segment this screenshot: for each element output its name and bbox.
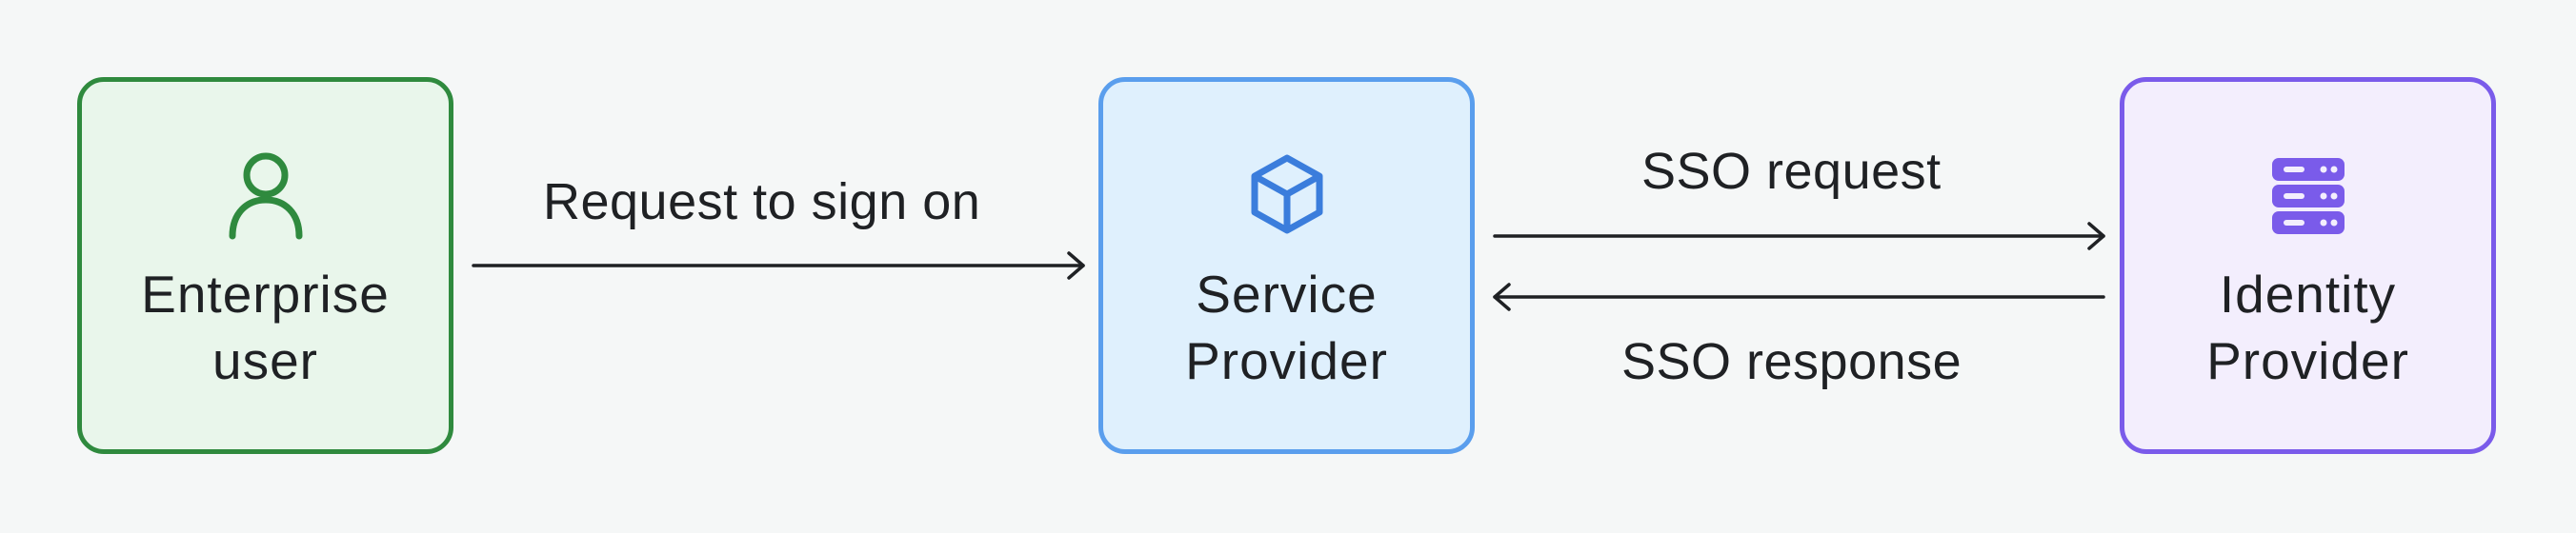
server-icon xyxy=(2261,147,2356,242)
enterprise-user-label-line2: user xyxy=(212,331,318,390)
service-provider-label: Service Provider xyxy=(1103,261,1470,394)
enterprise-user-node: Enterprise user xyxy=(77,77,453,454)
sso-request-label: SSO request xyxy=(1641,143,1942,200)
identity-provider-node: Identity Provider xyxy=(2120,77,2496,454)
service-provider-label-line2: Provider xyxy=(1185,331,1388,390)
user-icon xyxy=(218,147,313,242)
enterprise-user-label: Enterprise user xyxy=(82,261,449,394)
identity-provider-label-line1: Identity xyxy=(2219,265,2397,324)
request-sign-on-label: Request to sign on xyxy=(543,173,981,230)
sso-response-label: SSO response xyxy=(1621,333,1962,390)
arrow-sso-request xyxy=(1493,222,2105,250)
service-provider-node: Service Provider xyxy=(1098,77,1475,454)
enterprise-user-label-line1: Enterprise xyxy=(141,265,390,324)
arrow-sso-response xyxy=(1493,283,2105,311)
cube-icon xyxy=(1239,147,1335,242)
identity-provider-label: Identity Provider xyxy=(2124,261,2491,394)
arrow-request-sign-on xyxy=(472,251,1085,280)
service-provider-label-line1: Service xyxy=(1196,265,1378,324)
identity-provider-label-line2: Provider xyxy=(2206,331,2409,390)
